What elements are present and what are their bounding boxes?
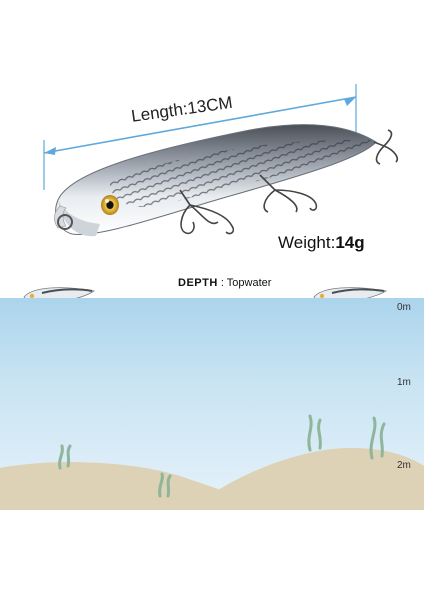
depth-separator: : bbox=[220, 277, 224, 289]
depth-value: Topwater bbox=[226, 277, 272, 289]
depth-title: DEPTH : Topwater bbox=[178, 277, 271, 289]
depth-label: DEPTH bbox=[178, 277, 218, 289]
seaweed-icon bbox=[58, 414, 386, 498]
seabed-scene bbox=[0, 414, 424, 510]
weight-spec: Weight:14g bbox=[278, 233, 365, 253]
fishing-lure-icon bbox=[43, 84, 399, 237]
depth-marker-2m: 2m bbox=[397, 460, 411, 471]
treble-hooks bbox=[179, 129, 399, 235]
lure-eye bbox=[101, 195, 119, 215]
depth-marker-0m: 0m bbox=[397, 302, 411, 313]
lure-body bbox=[54, 124, 377, 237]
depth-marker-1m: 1m bbox=[397, 377, 411, 388]
weight-label: Weight: bbox=[278, 233, 336, 252]
weight-value: 14g bbox=[335, 233, 365, 252]
water-depth-panel bbox=[0, 298, 424, 510]
dimension-line bbox=[43, 84, 357, 190]
